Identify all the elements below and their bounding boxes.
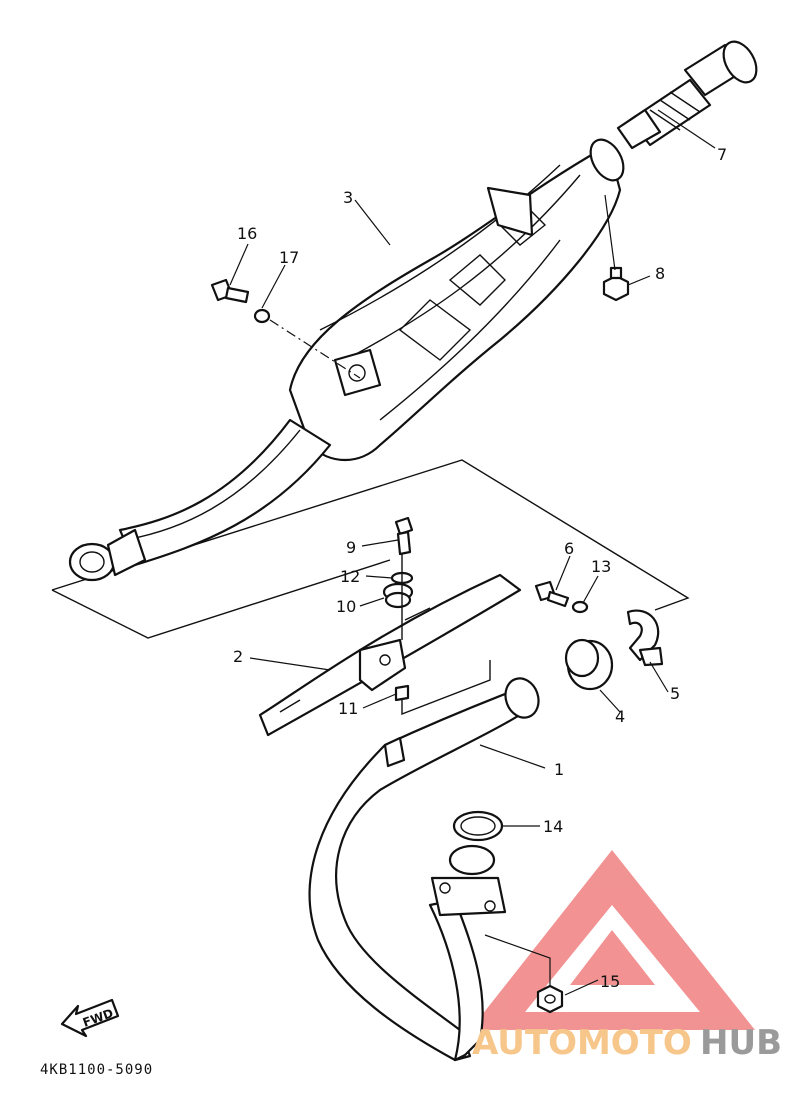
callout-13: 13 bbox=[591, 557, 611, 576]
callout-8: 8 bbox=[655, 264, 665, 283]
callout-16: 16 bbox=[237, 224, 257, 243]
bolt-6 bbox=[534, 580, 570, 608]
watermark-text: AUTOMOTO HUB bbox=[472, 1023, 782, 1063]
callout-9: 9 bbox=[346, 538, 356, 557]
assembly-outline bbox=[51, 459, 690, 639]
bolt-11 bbox=[394, 684, 410, 702]
leader-lines bbox=[229, 109, 716, 996]
washer-13 bbox=[571, 600, 589, 614]
callout-1: 1 bbox=[554, 760, 564, 779]
callout-15: 15 bbox=[600, 972, 620, 991]
gasket-4 bbox=[564, 638, 614, 691]
callout-6: 6 bbox=[564, 539, 574, 558]
diagram-code: 4KB1100-5090 bbox=[40, 1062, 153, 1078]
bracket-joint-outline bbox=[401, 660, 491, 716]
gasket-14 bbox=[452, 810, 504, 842]
end-pipe-insert bbox=[616, 40, 758, 150]
watermark-part2: HUB bbox=[700, 1023, 782, 1063]
muffler bbox=[288, 138, 625, 462]
callout-4: 4 bbox=[615, 707, 625, 726]
bolt-16 bbox=[210, 278, 250, 304]
protector-bracket bbox=[258, 573, 522, 737]
watermark-logo bbox=[470, 850, 755, 1030]
exhaust-pipe bbox=[308, 677, 540, 1062]
washer-17 bbox=[253, 308, 271, 324]
bolt-9 bbox=[394, 516, 414, 556]
forward-arrow-icon: FWD bbox=[60, 998, 120, 1038]
tail-pipe bbox=[68, 418, 332, 582]
callout-5: 5 bbox=[670, 684, 680, 703]
callout-7: 7 bbox=[717, 145, 727, 164]
grommet-10 bbox=[382, 582, 414, 609]
callout-17: 17 bbox=[279, 248, 299, 267]
watermark-part1: AUTOMOTO bbox=[472, 1023, 692, 1063]
mount-centerline bbox=[269, 319, 361, 379]
callout-12: 12 bbox=[340, 567, 360, 586]
nut-8 bbox=[602, 266, 630, 302]
exhaust-flange bbox=[430, 844, 507, 917]
callout-11: 11 bbox=[338, 699, 358, 718]
callout-3: 3 bbox=[343, 188, 353, 207]
callout-14: 14 bbox=[543, 817, 563, 836]
callout-10: 10 bbox=[336, 597, 356, 616]
clamp-5 bbox=[626, 609, 664, 667]
callout-labels: 1 2 3 4 5 6 7 8 9 10 11 12 13 14 15 16 1… bbox=[233, 145, 727, 991]
callout-2: 2 bbox=[233, 647, 243, 666]
nut-15 bbox=[536, 984, 564, 1014]
